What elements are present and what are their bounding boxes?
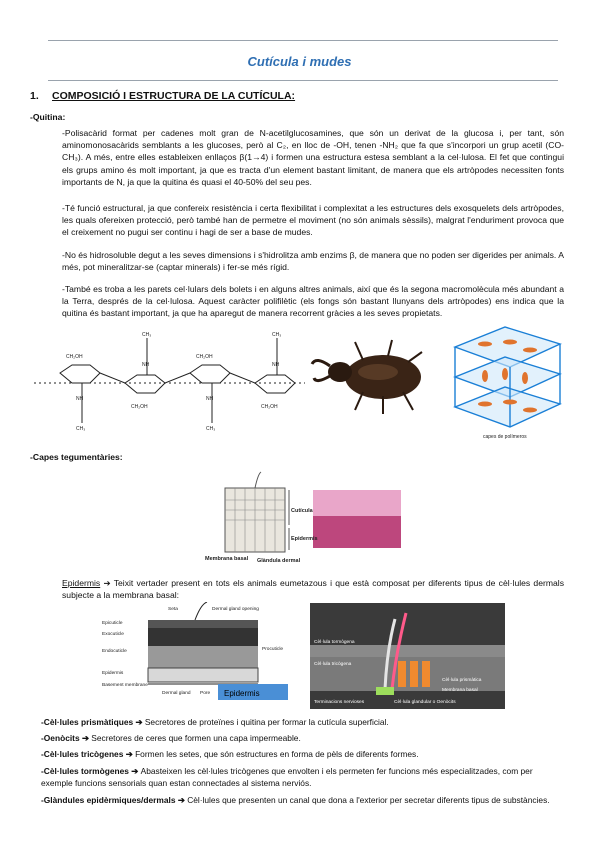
svg-text:NH: NH [206, 396, 214, 402]
section-heading: 1. COMPOSICIÓ I ESTRUCTURA DE LA CUTÍCULA… [30, 90, 295, 102]
polymer-layers-figure: capes de polímeros [453, 326, 562, 440]
cellula-tormogena-label: Cèl·lula tormògena [314, 639, 355, 645]
svg-text:CH₂OH: CH₂OH [131, 404, 148, 410]
cellula-tricogena-label: Cèl·lula tricògena [314, 661, 352, 667]
endocuticle-label: Endocuticle [102, 648, 127, 654]
section-number: 1. [30, 90, 39, 102]
capes-heading: -Capes tegumentàries: [30, 452, 123, 462]
basement-membrane-label: Basement membrane [102, 682, 148, 688]
epidermis-diagram: Epicuticle Exocuticle Endocuticle Epider… [102, 602, 288, 700]
cell-item: -Cèl·lules tormògenes ➔ Abasteixen les c… [41, 766, 533, 788]
title-rule [48, 80, 558, 81]
svg-text:CH₃: CH₃ [76, 426, 85, 432]
quitina-paragraph: -També es troba a les parets cel·lulars … [62, 284, 564, 319]
membrana-basal-right-label: Membrana basal [442, 687, 478, 693]
quitina-paragraph: -Té funció estructural, ja que confereix… [62, 203, 564, 238]
svg-text:CH₂OH: CH₂OH [196, 354, 213, 360]
sensory-cells-diagram: Cèl·lula tormògena Cèl·lula tricògena Cè… [310, 603, 505, 709]
cuticula-label: Cutícula [291, 508, 314, 514]
svg-text:NH: NH [272, 362, 280, 368]
cell-item: -Glàndules epidèrmiques/dermals ➔ Cèl·lu… [41, 795, 550, 805]
cell-item: -Cèl·lules tricògenes ➔ Formen les setes… [41, 749, 419, 759]
membrana-basal-label: Membrana basal [205, 556, 249, 562]
epidermis-term: Epidermis [62, 578, 101, 588]
pore-label: Pore [200, 690, 210, 696]
quitina-paragraph: -No és hidrosoluble degut a les seves di… [62, 250, 564, 273]
dermal-gland-opening-label: Dermal gland opening [212, 606, 259, 612]
epicuticle-label: Epicuticle [102, 620, 123, 626]
seta-label: Seta [168, 606, 178, 612]
epidermis-text: Teixit vertader present en tots els anim… [62, 578, 564, 601]
tegument-layers-figure: Cutícula Epidermis Membrana basal Glàndu… [205, 471, 401, 564]
quitina-paragraph: -Polisacàrid format per cadenes molt gra… [62, 128, 564, 187]
section-title: COMPOSICIÓ I ESTRUCTURA DE LA CUTÍCULA: [52, 90, 296, 102]
exocuticle-label: Exocuticle [102, 631, 124, 637]
cellula-glandular-label: Cèl·lula glandular o Oenòcits [394, 699, 456, 705]
dermal-gland-label: Dermal gland [162, 690, 191, 696]
glandula-dermal-label: Glàndula dermal [257, 558, 301, 564]
chitin-structure-figure: CH₂OH CH₂OH CH₂OH CH₂OH CH₃ CH₃ CH₃ CH₃ NH NH… [34, 332, 305, 432]
quitina-heading: -Quitina: [30, 112, 66, 122]
procuticle-label: Procuticle [262, 646, 283, 652]
terminacions-nervioses-label: Terminacions nervioses [314, 699, 365, 705]
svg-text:NH: NH [76, 396, 84, 402]
svg-text:CH₃: CH₃ [272, 332, 281, 338]
epidermis-layer-label: Epidermis [102, 670, 124, 676]
epidermis-paragraph: Epidermis ➔ Teixit vertader present en t… [62, 577, 564, 601]
svg-text:CH₃: CH₃ [206, 426, 215, 432]
epidermis-box-label: Epidermis [224, 689, 260, 698]
svg-text:CH₂OH: CH₂OH [66, 354, 83, 360]
cell-item: -Cèl·lules prismàtiques ➔ Secretores de … [41, 717, 389, 727]
beetle-image [310, 339, 423, 414]
polymer-layers-label: capes de polímeros [483, 434, 527, 440]
arrow-icon: ➔ [100, 578, 114, 588]
cellula-prismatica-label: Cèl·lula prismàtica [442, 677, 482, 683]
svg-text:CH₃: CH₃ [142, 332, 151, 338]
svg-text:CH₂OH: CH₂OH [261, 404, 278, 410]
page-title: Cutícula i mudes [247, 54, 352, 69]
cell-item: -Oenòcits ➔ Secretores de ceres que form… [41, 733, 301, 743]
svg-text:NH: NH [142, 362, 150, 368]
top-rule [48, 40, 558, 41]
epidermis-label: Epidermis [291, 536, 318, 542]
